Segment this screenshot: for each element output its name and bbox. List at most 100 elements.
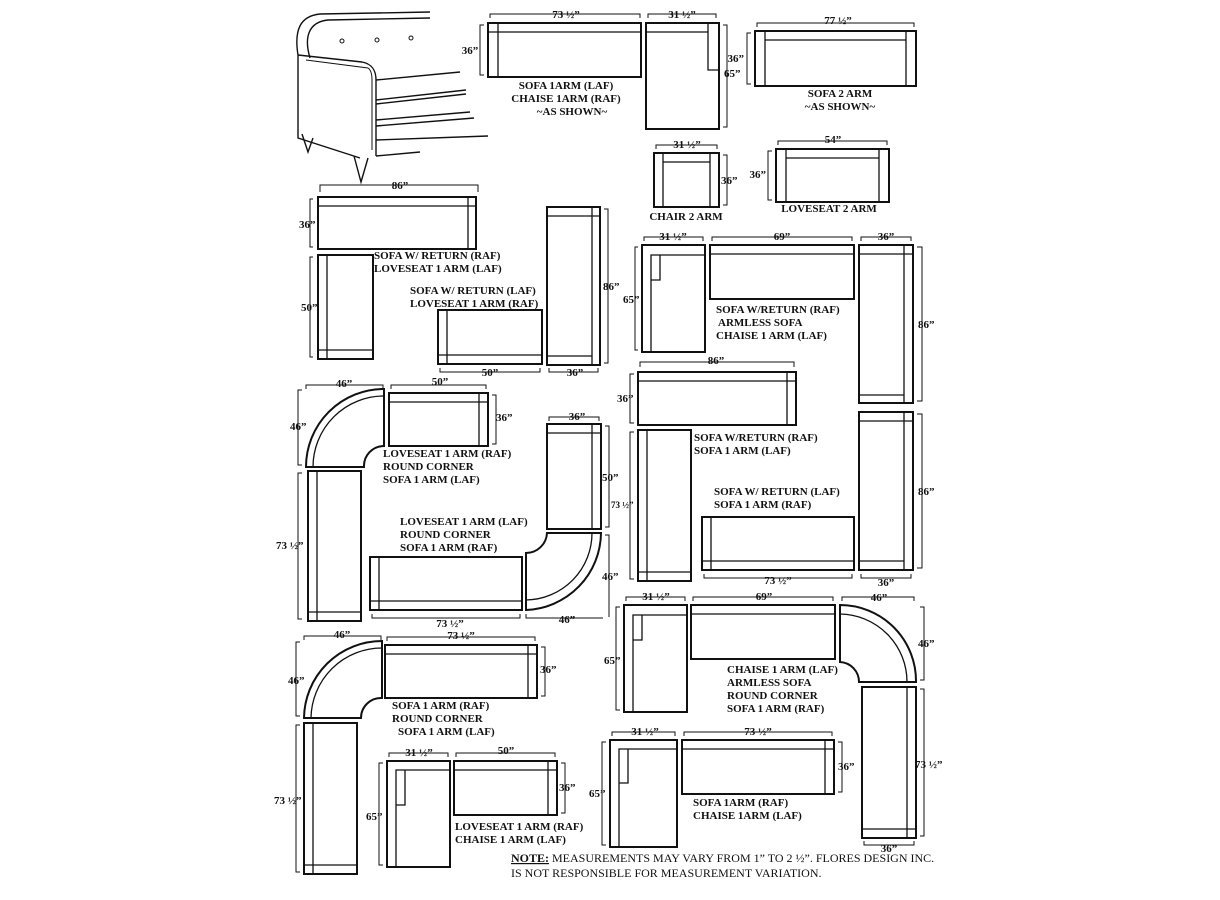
dim-width: 31 ½” [631, 726, 659, 738]
dim-depth: 65” [623, 294, 640, 306]
dim-width: 36” [878, 231, 895, 243]
config-sofa-return-laf-loveseat-raf: 50” 36” 86” SOFA W/ RETURN (LAF) LOVESEA… [410, 206, 620, 379]
config-label: ~AS SHOWN~ [537, 106, 608, 118]
config-sofa-laf-chaise-raf: 73 ½” 31 ½” 36” 65” SOFA 1ARM (LAF) CHAI… [462, 9, 741, 130]
config-label: LOVESEAT 1 ARM (LAF) [400, 516, 528, 528]
config-label: ROUND CORNER [727, 690, 819, 702]
dim-depth: 73 ½” [276, 540, 304, 552]
dim-width: 69” [774, 231, 791, 243]
dim-width: 73 ½” [447, 630, 475, 642]
dim-depth: 86” [918, 486, 935, 498]
config-sofa-raf-corner-sofa-laf: 46” 73 ½” 46” 36” 73 ½” SOFA 1 ARM (RAF)… [274, 629, 557, 875]
dim-depth: 36” [496, 412, 513, 424]
measurement-note: NOTE: MEASUREMENTS MAY VARY FROM 1” TO 2… [511, 851, 934, 880]
dim-depth: 36” [728, 53, 745, 65]
dim-width: 73 ½” [552, 9, 580, 21]
dim-width: 36” [881, 843, 898, 855]
dim-depth: 73 ½” [915, 759, 943, 771]
dim-width: 31 ½” [668, 9, 696, 21]
dim-width: 77 ½” [824, 15, 852, 27]
dim-depth: 46” [602, 571, 619, 583]
config-label: SOFA W/ RETURN (LAF) [410, 285, 536, 297]
dim-depth: 46” [918, 638, 935, 650]
config-sofa-return-raf-loveseat-laf: 86” 36” 50” SOFA W/ RETURN (RAF) LOVESEA… [299, 180, 502, 360]
config-label: SOFA 1ARM (RAF) [693, 797, 788, 809]
config-label: CHAIR 2 ARM [649, 211, 723, 223]
config-loveseat-raf-corner-sofa-laf: 46” 50” 46” 36” 73 ½” LOVESEAT 1 ARM (RA… [276, 376, 513, 622]
dim-depth: 36” [540, 664, 557, 676]
config-label: ARMLESS SOFA [718, 317, 803, 329]
dim-width: 31 ½” [673, 139, 701, 151]
config-label: SOFA 1 ARM (RAF) [727, 703, 825, 715]
config-label: SOFA 1 ARM (LAF) [398, 726, 495, 738]
config-label: CHAISE 1ARM (RAF) [511, 93, 621, 105]
dim-width: 31 ½” [642, 591, 670, 603]
note-line2: IS NOT RESPONSIBLE FOR MEASUREMENT VARIA… [511, 866, 822, 880]
dim-depth: 73 ½” [274, 795, 302, 807]
dim-width: 36” [878, 577, 895, 589]
dim-depth: 50” [301, 302, 318, 314]
dim-depth: 73 ½” [611, 500, 634, 510]
config-sofa-2-arm: 77 ½” 36” SOFA 2 ARM ~AS SHOWN~ [728, 15, 917, 113]
dim-depth: 36” [299, 219, 316, 231]
config-label: LOVESEAT 1 ARM (LAF) [374, 263, 502, 275]
dim-width: 69” [756, 591, 773, 603]
sofa-perspective-sketch [296, 11, 489, 185]
config-label: SOFA 1 ARM (RAF) [714, 499, 812, 511]
dim-depth: 65” [366, 811, 383, 823]
dim-depth: 65” [724, 68, 741, 80]
config-sofa-return-laf-sofa-raf: 73 ½” 36” 86” SOFA W/ RETURN (LAF) SOFA … [701, 411, 935, 589]
config-label: SOFA W/RETURN (RAF) [694, 432, 818, 444]
dim-width: 31 ½” [405, 747, 433, 759]
config-label: ARMLESS SOFA [727, 677, 812, 689]
dim-width: 46” [336, 378, 353, 390]
config-label: CHAISE 1 ARM (LAF) [727, 664, 838, 676]
config-loveseat-laf-corner-sofa-raf: 36” 50” 46” 73 ½” 46” LOVESEAT 1 ARM (LA… [369, 411, 619, 630]
config-label: SOFA 1 ARM (RAF) [392, 700, 490, 712]
dim-depth: 50” [602, 472, 619, 484]
dim-width: 54” [825, 134, 842, 146]
dim-depth: 65” [589, 788, 606, 800]
config-sofa-return-armless-chaise: 31 ½” 69” 36” 65” 86” SOFA W/RETURN (RAF… [623, 231, 935, 404]
dim-width: 86” [708, 355, 725, 367]
dim-depth: 86” [603, 281, 620, 293]
svg-text:NOTE: MEASUREMENTS MAY VARY FR: NOTE: MEASUREMENTS MAY VARY FROM 1” TO 2… [511, 851, 934, 865]
dim-depth: 36” [750, 169, 767, 181]
dim-width: 50” [432, 376, 449, 388]
dim-width: 36” [569, 411, 586, 423]
config-label: SOFA 2 ARM [808, 88, 873, 100]
dim-width: 50” [482, 367, 499, 379]
dim-depth: 36” [462, 45, 479, 57]
config-chaise-armless-corner-sofa: 31 ½” 69” 46” 65” 46” 73 ½” CHAISE 1 ARM… [604, 591, 943, 839]
dim-depth: 36” [721, 175, 738, 187]
config-label: CHAISE 1 ARM (LAF) [455, 834, 566, 846]
dim-width: 46” [334, 629, 351, 641]
dim-width: 50” [498, 745, 515, 757]
config-label: LOVESEAT 1 ARM (RAF) [455, 821, 584, 833]
config-label: CHAISE 1ARM (LAF) [693, 810, 802, 822]
config-label: ROUND CORNER [400, 529, 492, 541]
config-label: SOFA 1 ARM (RAF) [400, 542, 498, 554]
config-label: CHAISE 1 ARM (LAF) [716, 330, 827, 342]
config-label: ROUND CORNER [383, 461, 475, 473]
dim-depth: 36” [559, 782, 576, 794]
dim-depth: 36” [617, 393, 634, 405]
config-label: SOFA 1ARM (LAF) [519, 80, 614, 92]
config-label: ROUND CORNER [392, 713, 484, 725]
config-label: ~AS SHOWN~ [805, 101, 876, 113]
dim-depth: 86” [918, 319, 935, 331]
dim-depth: 46” [288, 675, 305, 687]
dim-depth: 65” [604, 655, 621, 667]
config-loveseat-2-arm: 54” 36” LOVESEAT 2 ARM [750, 134, 890, 215]
dim-width: 73 ½” [764, 575, 792, 587]
note-prefix: NOTE: [511, 851, 549, 865]
dim-depth: 46” [290, 421, 307, 433]
dim-width: 31 ½” [659, 231, 687, 243]
dim-width: 46” [871, 592, 888, 604]
config-label: SOFA W/ RETURN (RAF) [374, 250, 501, 262]
config-loveseat-raf-chaise-laf: 31 ½” 50” 65” 36” LOVESEAT 1 ARM (RAF) C… [366, 745, 584, 868]
dim-width: 86” [392, 180, 409, 192]
dim-width: 46” [559, 614, 576, 626]
config-chair-2-arm: 31 ½” 36” CHAIR 2 ARM [649, 139, 737, 223]
